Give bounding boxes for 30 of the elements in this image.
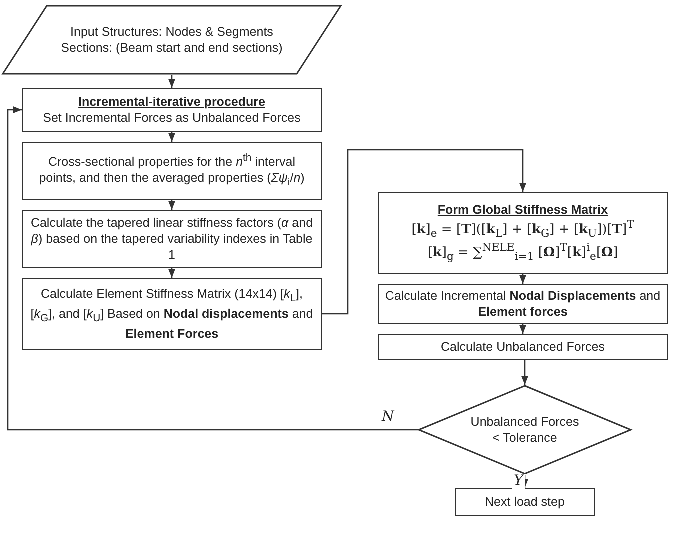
process-box xyxy=(455,488,595,516)
input-text: Input Structures: Nodes & Segments Sections: (Beam start and end sections) xyxy=(60,24,284,56)
arrow xyxy=(168,75,176,88)
arrow xyxy=(519,274,527,284)
arrow xyxy=(7,106,418,431)
arrow xyxy=(168,268,176,278)
process-box xyxy=(22,88,322,132)
process-box xyxy=(378,192,668,274)
arrow xyxy=(322,149,527,315)
box-text: Calculate Unbalanced Forces xyxy=(441,338,605,356)
arrow xyxy=(521,360,529,385)
arrow xyxy=(168,132,176,142)
box-text: Calculate Element Stiffness Matrix (14x14) [k$_{L}$], [k$_{G}$], and [k$_{U}$] Based on Nodal displacements and Element Forces xyxy=(30,286,314,342)
process-box xyxy=(378,334,668,360)
process-box xyxy=(22,142,322,200)
box-text: Next load step xyxy=(485,494,565,510)
box-heading: Incremental-iterative procedure xyxy=(78,94,266,110)
box-heading: Form Global Stiffness Matrix xyxy=(438,202,608,218)
process-box xyxy=(22,210,322,268)
box-text: Set Incremental Forces as Unbalanced Forces xyxy=(43,110,301,126)
arrow xyxy=(168,200,176,210)
box-text: Calculate the tapered linear stiffness factors (α and β) based on the tapered variability indexes in Table 1 xyxy=(30,214,314,264)
formula-text: [k]$_{e}$ = [T]([k$_{L}$] + [k$_{G}$] + [k$_{U}$])[T]$^{T}$ xyxy=(412,218,634,242)
process-box xyxy=(378,284,668,324)
decision-text: Unbalanced Forces < Tolerance xyxy=(470,414,580,446)
process-box xyxy=(22,278,322,350)
arrow xyxy=(519,324,527,334)
edge-label: Y xyxy=(512,474,526,490)
box-text: Calculate Incremental Nodal Displacements and Element forces xyxy=(385,288,661,320)
formula-text: [k]$_{g}$ = ∑$^{NELE}$$_{i=1}$ [Ω]$^{T}$[k]$^{i}$$_{e}$[Ω] xyxy=(428,241,618,264)
